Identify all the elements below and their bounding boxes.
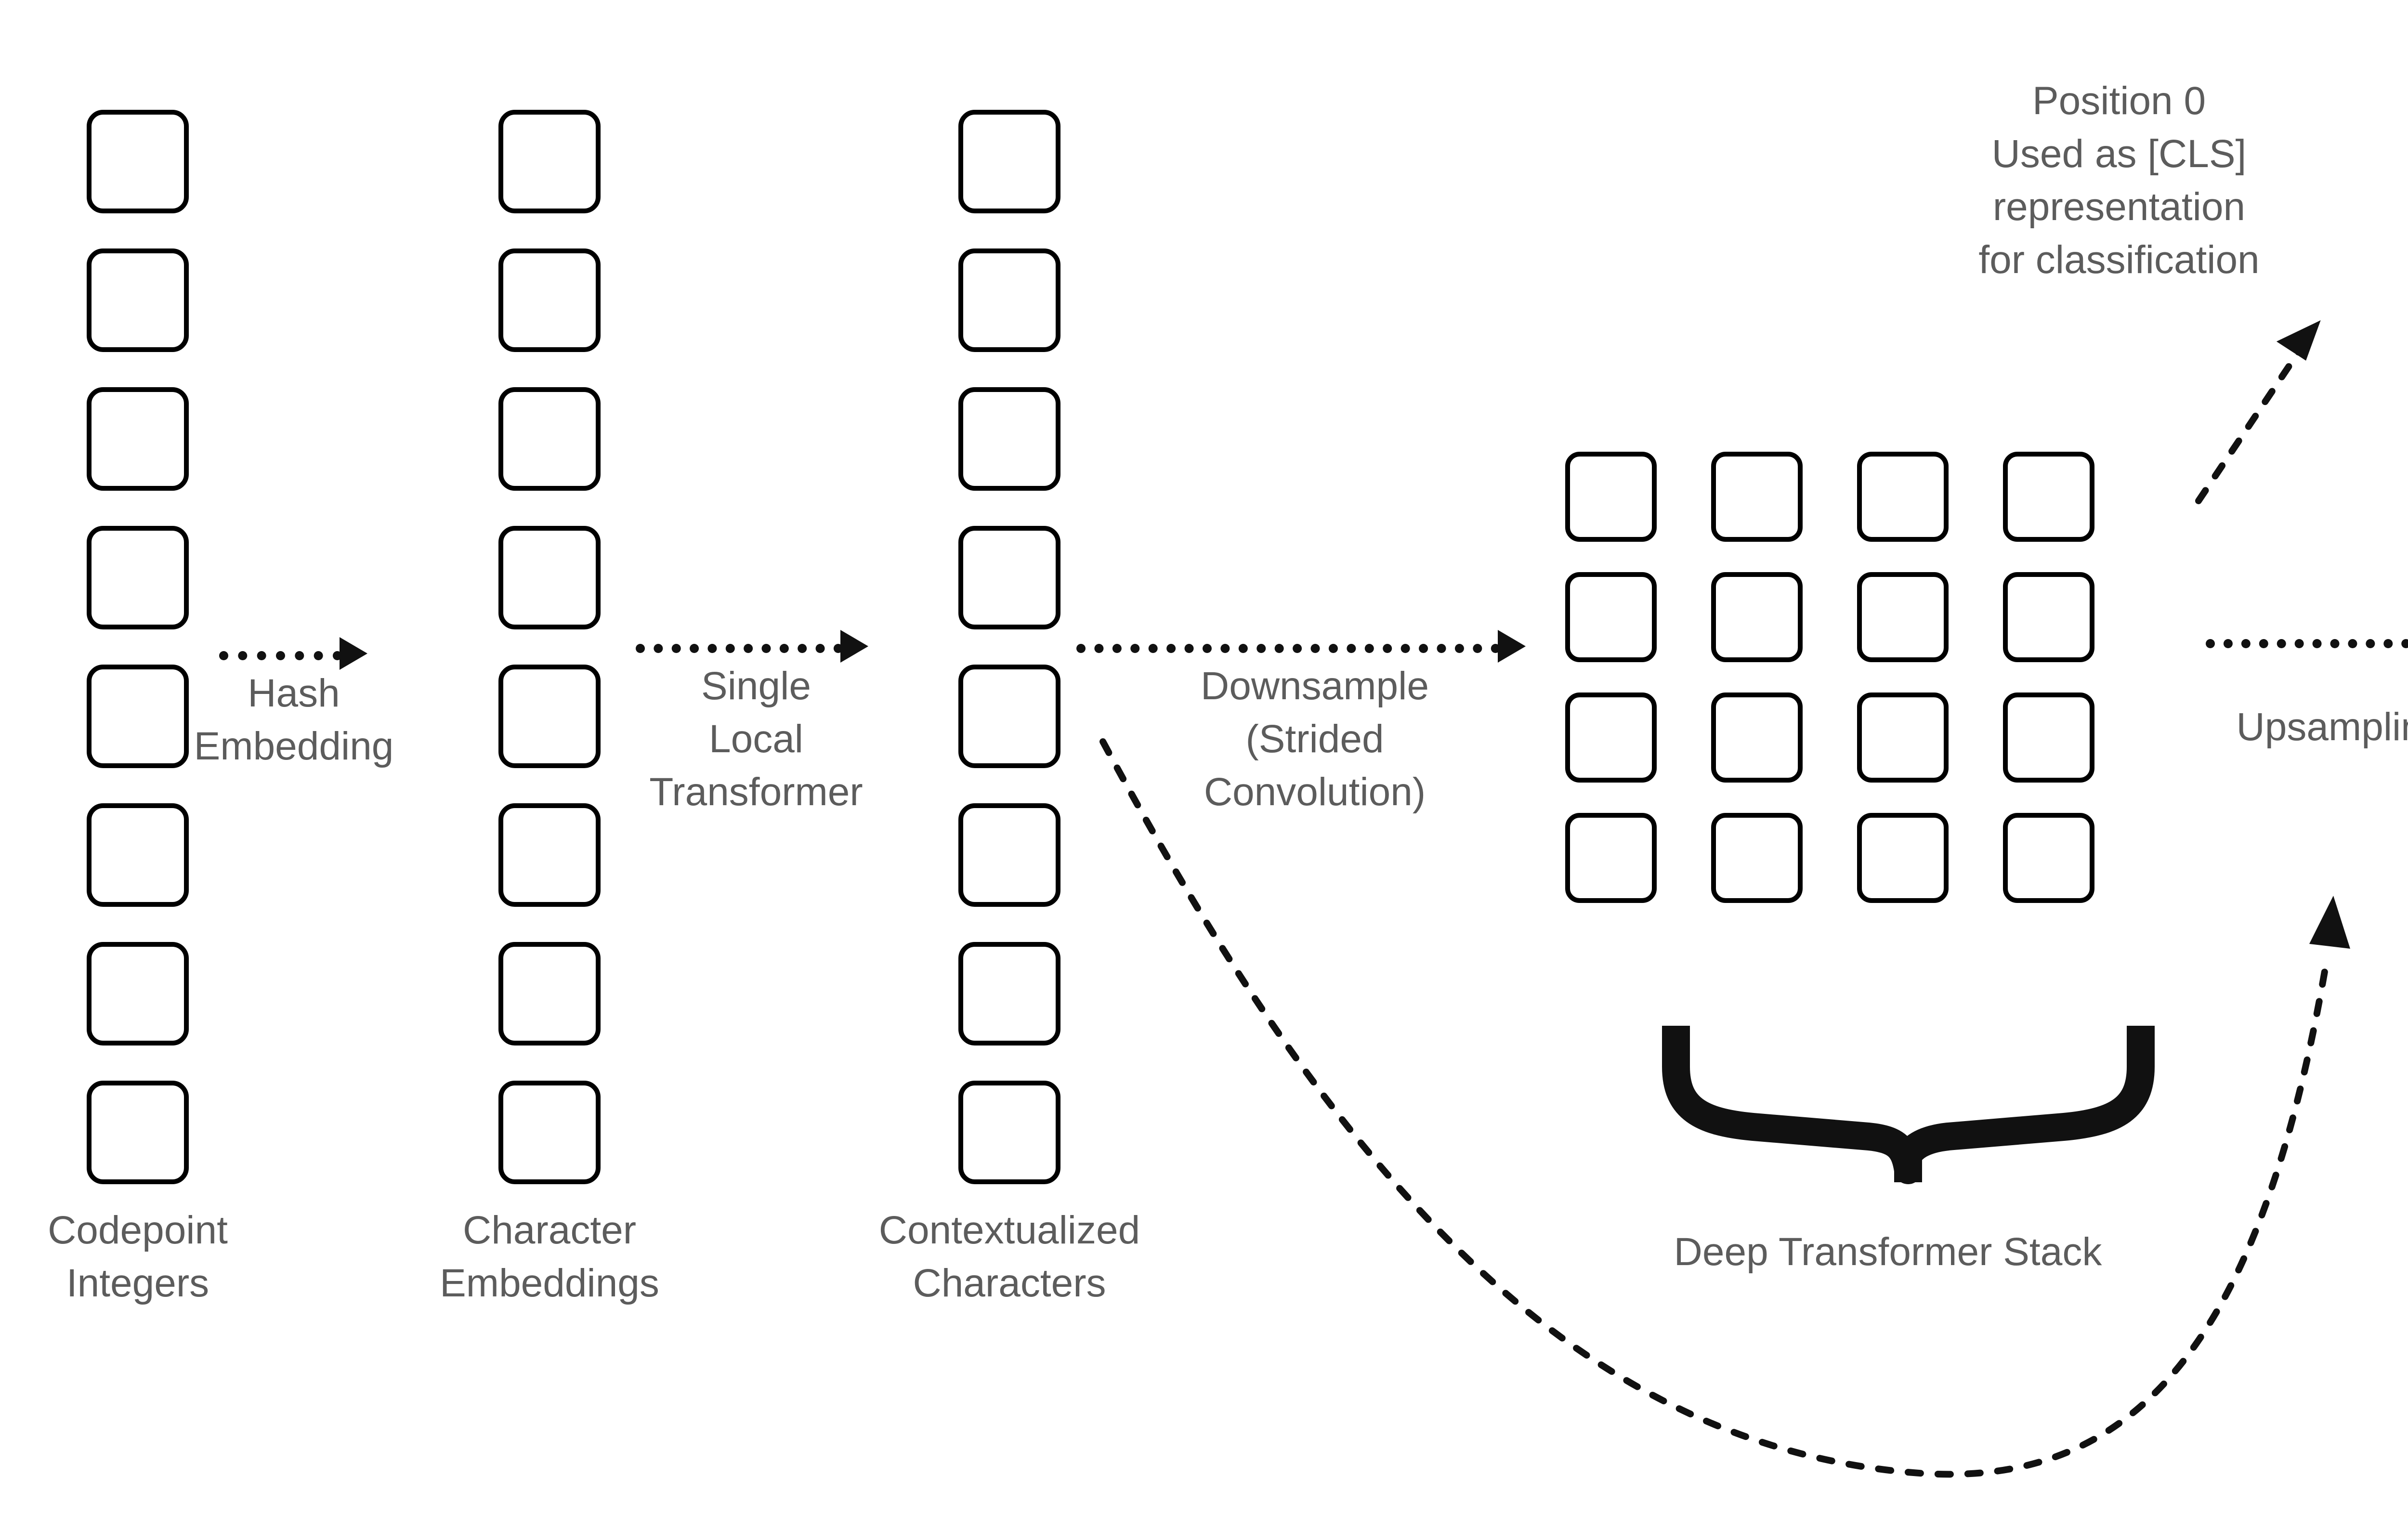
step-label-single-local-transformer: Single Local Transformer: [649, 664, 863, 814]
step-label-hash-embedding: Hash Embedding: [194, 671, 394, 768]
cell-character-embeddings-7: [498, 1081, 601, 1184]
cell-deep-transformer-r1-c3: [2003, 572, 2094, 662]
arrow-shaft: [219, 651, 342, 660]
arrow-head: [1498, 630, 1526, 663]
cell-deep-transformer-r0-c0: [1565, 452, 1657, 542]
cell-contextualized-characters-2: [958, 387, 1060, 491]
cell-deep-transformer-r1-c2: [1857, 572, 1949, 662]
cell-codepoint-integers-0: [87, 110, 189, 213]
step-label-downsample: Downsample (Strided Convolution): [1201, 664, 1429, 814]
arrow-hash-embedding: [219, 637, 367, 670]
cell-character-embeddings-1: [498, 248, 601, 352]
cell-contextualized-characters-7: [958, 1081, 1060, 1184]
step-label-upsampling: Upsampling: [2236, 705, 2408, 749]
cell-contextualized-characters-4: [958, 665, 1060, 768]
arrow-head: [840, 630, 868, 663]
cell-deep-transformer-r1-c1: [1711, 572, 1803, 662]
cell-character-embeddings-0: [498, 110, 601, 213]
cell-contextualized-characters-6: [958, 942, 1060, 1045]
cell-codepoint-integers-1: [87, 248, 189, 352]
cell-deep-transformer-r1-c0: [1565, 572, 1657, 662]
column-label-contextualized-characters: Contextualized Characters: [878, 1208, 1140, 1305]
cell-character-embeddings-6: [498, 942, 601, 1045]
arrow-downsample: [1076, 630, 1526, 663]
cell-deep-transformer-r2-c1: [1711, 693, 1803, 783]
column-label-codepoint-integers: Codepoint Integers: [48, 1208, 228, 1305]
annotation-position-zero-cls: Position 0 Used as [CLS] representation …: [1978, 79, 2260, 282]
column-label-character-embeddings: Character Embeddings: [440, 1208, 659, 1305]
cell-codepoint-integers-5: [87, 803, 189, 907]
arrow-shaft: [636, 644, 843, 653]
cell-character-embeddings-5: [498, 803, 601, 907]
cell-codepoint-integers-3: [87, 526, 189, 629]
cell-deep-transformer-r0-c2: [1857, 452, 1949, 542]
cell-codepoint-integers-6: [87, 942, 189, 1045]
cell-codepoint-integers-4: [87, 665, 189, 768]
arrow-shaft: [2206, 639, 2408, 648]
cell-contextualized-characters-5: [958, 803, 1060, 907]
cell-codepoint-integers-7: [87, 1081, 189, 1184]
cell-deep-transformer-r2-c0: [1565, 693, 1657, 783]
cell-deep-transformer-r3-c0: [1565, 813, 1657, 903]
cell-deep-transformer-r0-c3: [2003, 452, 2094, 542]
cell-contextualized-characters-1: [958, 248, 1060, 352]
cell-deep-transformer-r3-c3: [2003, 813, 2094, 903]
arrow-shaft: [1076, 644, 1500, 653]
arrow-single-local-transformer: [636, 630, 868, 663]
cell-deep-transformer-r3-c1: [1711, 813, 1803, 903]
cell-codepoint-integers-2: [87, 387, 189, 491]
column-label-concatenated-representations: Concatenated Representations: [2373, 1214, 2408, 1320]
arrow-upsampling: [2206, 636, 2408, 648]
cell-deep-transformer-r3-c2: [1857, 813, 1949, 903]
cell-character-embeddings-3: [498, 526, 601, 629]
cell-character-embeddings-2: [498, 387, 601, 491]
cell-contextualized-characters-3: [958, 526, 1060, 629]
deep-stack-brace-icon: [1662, 1026, 2155, 1184]
cell-deep-transformer-r0-c1: [1711, 452, 1803, 542]
cell-deep-transformer-r2-c3: [2003, 693, 2094, 783]
cell-contextualized-characters-0: [958, 110, 1060, 213]
cell-deep-transformer-r2-c2: [1857, 693, 1949, 783]
deep-transformer-stack-label: Deep Transformer Stack: [1674, 1230, 2102, 1274]
cls-pointer-arrow: [2195, 320, 2321, 504]
arrow-head: [340, 637, 367, 670]
cell-character-embeddings-4: [498, 665, 601, 768]
